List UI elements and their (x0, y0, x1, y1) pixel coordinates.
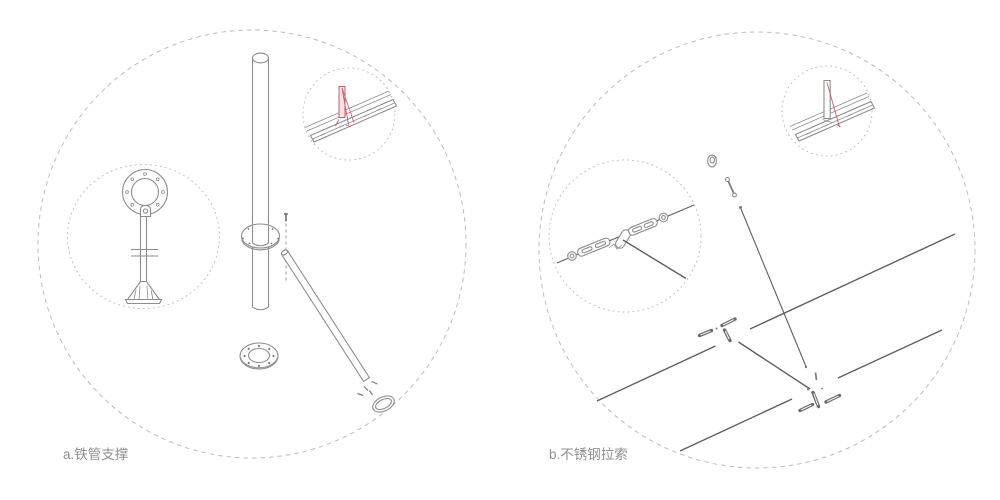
deck-anchor-detail-b (781, 65, 876, 157)
flange-bolt-holes (125, 172, 165, 207)
ring-rim (239, 357, 279, 369)
steel-pipe (251, 52, 270, 311)
deck-detail-circle-b (781, 65, 873, 157)
rod-top-cap (280, 249, 289, 256)
base-plate (124, 298, 163, 305)
deck-cable-3 (596, 345, 716, 402)
red-base-marks (335, 119, 352, 127)
exploded-fasteners-a (357, 380, 378, 397)
deck-anchor-detail-a (302, 67, 398, 161)
turnbuckle-body-2 (628, 218, 658, 236)
anchor-post (823, 79, 831, 120)
ring-inner (247, 347, 271, 364)
rod-body (280, 249, 371, 383)
turnbuckle-detail-circle (548, 159, 702, 313)
turnbuckle-body-1 (577, 237, 611, 257)
deck-cable-1 (749, 233, 956, 330)
pipe-top-cap (251, 52, 270, 64)
cable-clamp-junction-2 (798, 372, 842, 413)
collar-bolt-dots (242, 228, 279, 245)
base-gusset (126, 280, 161, 301)
deck-cable-4 (679, 398, 793, 452)
panel-a-boundary-circle (37, 29, 467, 459)
crossing-cable (622, 239, 687, 280)
support-stem (131, 204, 158, 282)
post-base-tick (822, 119, 833, 123)
drop-cable (739, 206, 808, 369)
deck-detail-circle-a (302, 67, 396, 161)
pipe-entry-sides (251, 226, 270, 243)
deck-cable-2 (837, 329, 943, 379)
collar-disc (240, 223, 281, 249)
pipe-lower-sides (251, 246, 270, 307)
eye-ring-2 (658, 212, 669, 223)
red-cable-tick (836, 124, 841, 127)
panel-b-boundary-circle (538, 31, 976, 469)
bolt-head (284, 212, 288, 216)
pipe-bottom-edge (252, 306, 269, 311)
end-cap-ring (372, 395, 395, 413)
anchor-bolt-a (284, 212, 288, 222)
collar-rim (241, 239, 280, 251)
junction-link-cable (738, 341, 811, 390)
support-base (124, 280, 163, 305)
panel-a-label: a.铁管支撑 (63, 447, 128, 462)
clamp-arrow (608, 243, 623, 250)
stem-break-lines (131, 248, 158, 257)
diagonal-brace-rod (280, 249, 371, 383)
panel-a: a.铁管支撑 (37, 29, 467, 462)
base-hatching (133, 285, 154, 300)
base-flange-ring (239, 342, 279, 370)
pipe-flange-collar (240, 223, 281, 251)
support-post-detail (67, 164, 220, 309)
pipe-entry-rim (252, 242, 269, 247)
cable-connector (725, 177, 737, 198)
tab-hole (142, 208, 149, 214)
ring-bolt-dots (243, 344, 275, 368)
panel-b: b.不锈钢拉索 (538, 31, 976, 469)
cable-shackle (707, 154, 717, 168)
deck-cables (596, 233, 956, 452)
stem-tab (139, 204, 152, 218)
pipe-upper-sides (251, 58, 270, 234)
plank-ticks-a (320, 108, 382, 136)
eye-ring-1 (567, 251, 577, 261)
panel-b-label: b.不锈钢拉索 (549, 447, 628, 462)
red-cable-line (826, 82, 840, 128)
deck-rail-a (304, 90, 398, 143)
red-fan-lines (341, 87, 355, 125)
support-detail-circle (67, 164, 220, 309)
cable-clamp-junction-1 (697, 317, 737, 343)
turnbuckle-detail (548, 159, 702, 313)
plank-ticks-b (805, 108, 865, 135)
